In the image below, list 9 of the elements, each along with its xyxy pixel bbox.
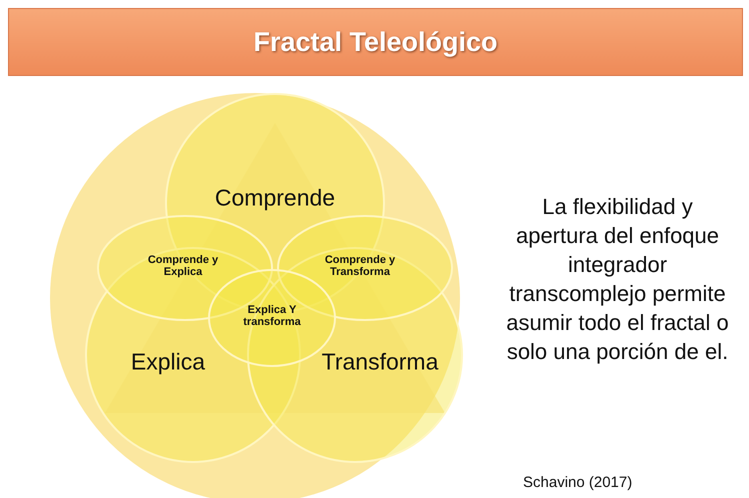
overlap-label: Comprende y Explica: [146, 254, 220, 278]
description-text: La flexibilidad y apertura del enfoque integrador transcomplejo permite asumir todo el fractal o solo una porción de el.: [505, 193, 730, 366]
overlap-label: Comprende y Transforma: [324, 254, 396, 278]
circle-label: Transforma: [322, 348, 438, 376]
title: Fractal Teleológico: [253, 26, 498, 58]
source-citation: Schavino (2017): [523, 474, 632, 491]
overlap-label: Explica Y transforma: [242, 304, 302, 328]
circle-label: Explica: [130, 348, 206, 376]
circle-label: Comprende: [214, 184, 336, 212]
